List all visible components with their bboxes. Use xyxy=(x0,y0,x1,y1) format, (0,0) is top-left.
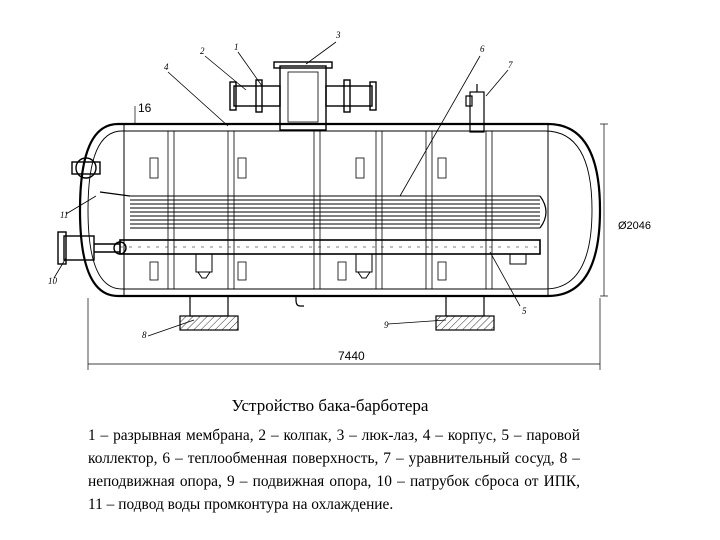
internal-baffles xyxy=(149,130,493,290)
callout-5: 5 xyxy=(522,306,527,316)
callout-6: 6 xyxy=(480,44,485,54)
callout-2: 2 xyxy=(200,46,205,56)
dimension-lines xyxy=(87,106,608,370)
leader-lines xyxy=(53,41,521,337)
callout-1: 1 xyxy=(234,42,239,52)
callout-7: 7 xyxy=(508,60,513,70)
callout-4: 4 xyxy=(164,62,169,72)
callout-10: 10 xyxy=(48,276,58,286)
steam-collector xyxy=(119,239,541,279)
callout-labels: 1 2 3 4 5 6 7 8 9 10 11 xyxy=(48,30,527,340)
nozzles-left xyxy=(57,157,127,265)
caption-title: Устройство бака-барботера xyxy=(231,396,429,415)
callout-11: 11 xyxy=(60,210,68,220)
callout-9: 9 xyxy=(384,320,389,330)
thickness-label: 16 xyxy=(138,101,152,115)
callout-8: 8 xyxy=(142,330,147,340)
rupture-membranes xyxy=(229,79,377,113)
heat-exchange-surface xyxy=(99,191,547,229)
equalizing-vessel xyxy=(465,84,485,133)
barbotage-tank-drawing: 1 2 3 4 5 6 7 8 9 10 11 16 Ø2046 7440 xyxy=(48,30,651,370)
caption-legend: 1 – разрывная мембрана, 2 – колпак, 3 – … xyxy=(88,427,580,513)
callout-3: 3 xyxy=(335,30,341,40)
length-label: 7440 xyxy=(338,349,365,363)
diameter-label: Ø2046 xyxy=(618,220,651,232)
manhole-hood xyxy=(273,61,333,131)
supports xyxy=(179,295,495,331)
